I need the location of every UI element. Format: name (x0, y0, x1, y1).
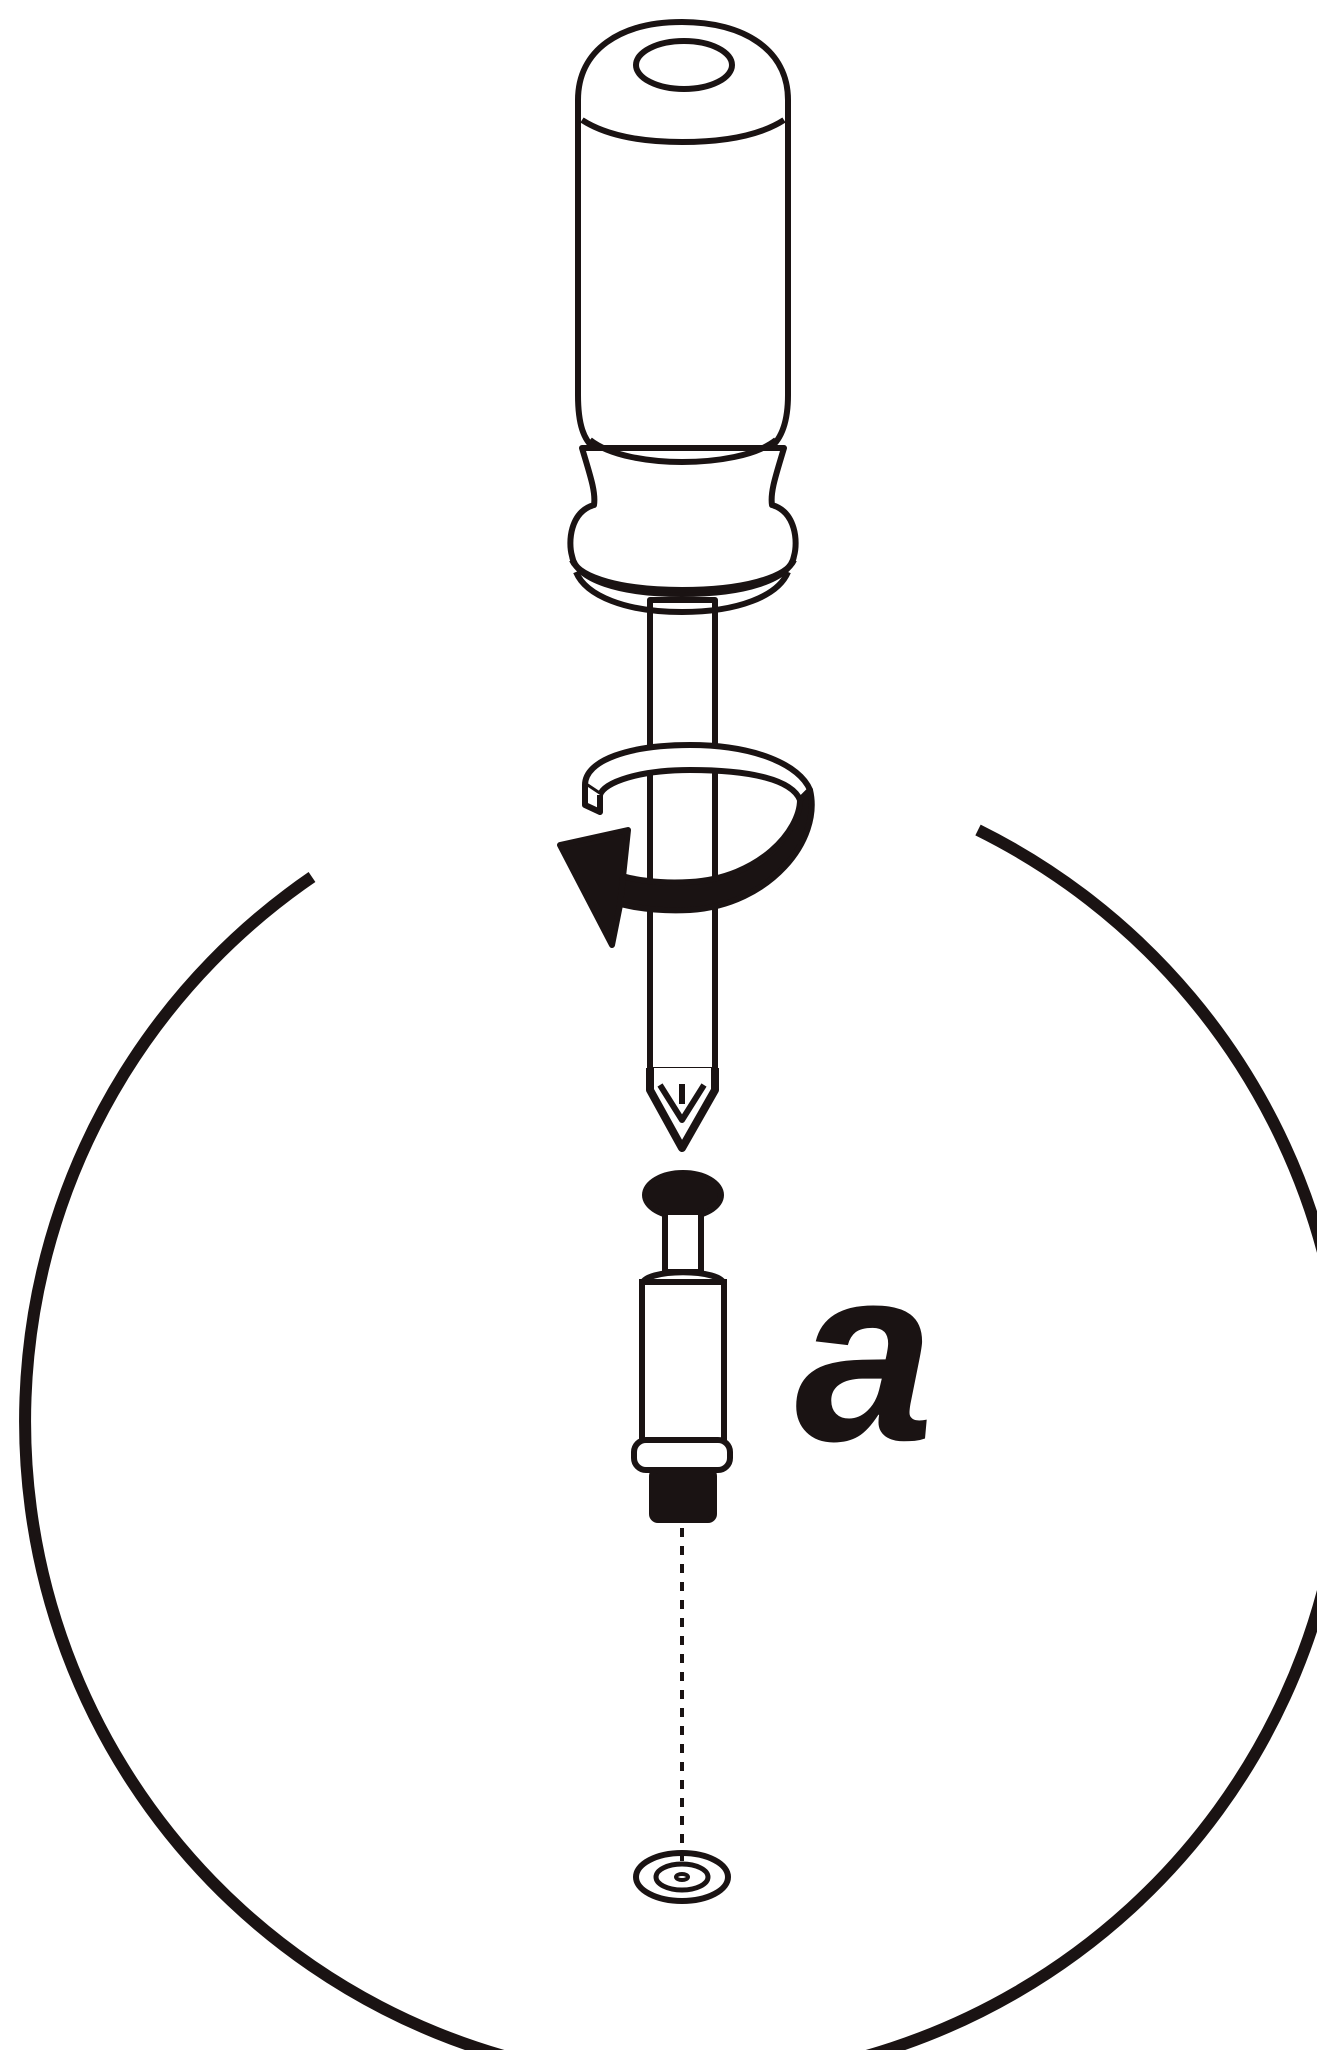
screwdriver-icon (567, 19, 799, 1152)
rotation-band-left (582, 785, 603, 815)
part-label: a (795, 1214, 934, 1493)
cam-bolt-icon (631, 1170, 733, 1523)
screwdriver-tip (646, 1068, 719, 1152)
bolt-flange (631, 1437, 733, 1473)
rotation-arrowhead (557, 827, 631, 948)
hole-outer (633, 1850, 731, 1904)
screwdriver-grip-band (588, 437, 778, 465)
hole-icon (633, 1850, 731, 1904)
screwdriver-guard-ring (569, 558, 797, 593)
detail-circle (19, 824, 1317, 2050)
screwdriver-cap (633, 38, 735, 92)
screwdriver-tip-cross (657, 1083, 707, 1123)
hole-inner (653, 1861, 711, 1893)
screwdriver-grip-shoulder (580, 117, 786, 145)
rotation-arrow-icon (557, 742, 815, 948)
screwdriver-shaft (647, 597, 718, 1073)
bolt-body (639, 1279, 727, 1445)
hole-center (674, 1872, 690, 1882)
bolt-neck (662, 1209, 704, 1275)
screwdriver-handle-base (567, 445, 799, 597)
bolt-thread (649, 1467, 717, 1523)
screwdriver-grip (575, 19, 791, 451)
screwdriver-guard-lower (573, 570, 791, 615)
